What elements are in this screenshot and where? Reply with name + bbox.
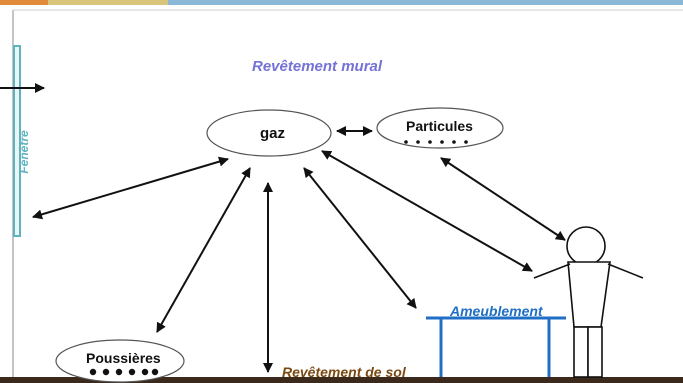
arrows xyxy=(0,83,566,373)
floor-covering-label: Revêtement de sol xyxy=(282,364,406,380)
arrow-gas-furniture xyxy=(303,167,417,309)
top-bar-accent xyxy=(48,0,168,5)
arrow-gas-dust xyxy=(156,167,251,333)
furniture-table xyxy=(426,316,566,377)
person-figure xyxy=(533,226,644,378)
gas-ellipse xyxy=(206,109,332,157)
particles-label: Particules xyxy=(406,118,473,134)
gas-label: gaz xyxy=(260,125,286,142)
floor-bar xyxy=(0,377,683,383)
furniture-label: Ameublement xyxy=(450,303,543,319)
particles-dots xyxy=(404,140,468,144)
window-frame xyxy=(13,45,21,237)
arrow-gas-window xyxy=(32,156,229,220)
top-bar-dashes xyxy=(0,0,48,5)
arrow-gas-person xyxy=(321,150,533,272)
particles-ellipse xyxy=(376,107,504,149)
arrow-particles-person xyxy=(440,157,566,241)
dust-dots xyxy=(89,368,159,376)
wall-covering-label: Revêtement mural xyxy=(252,58,383,75)
window-label: Fenêtre xyxy=(17,130,31,174)
dust-label: Poussières xyxy=(86,350,161,366)
top-bar xyxy=(0,0,683,5)
